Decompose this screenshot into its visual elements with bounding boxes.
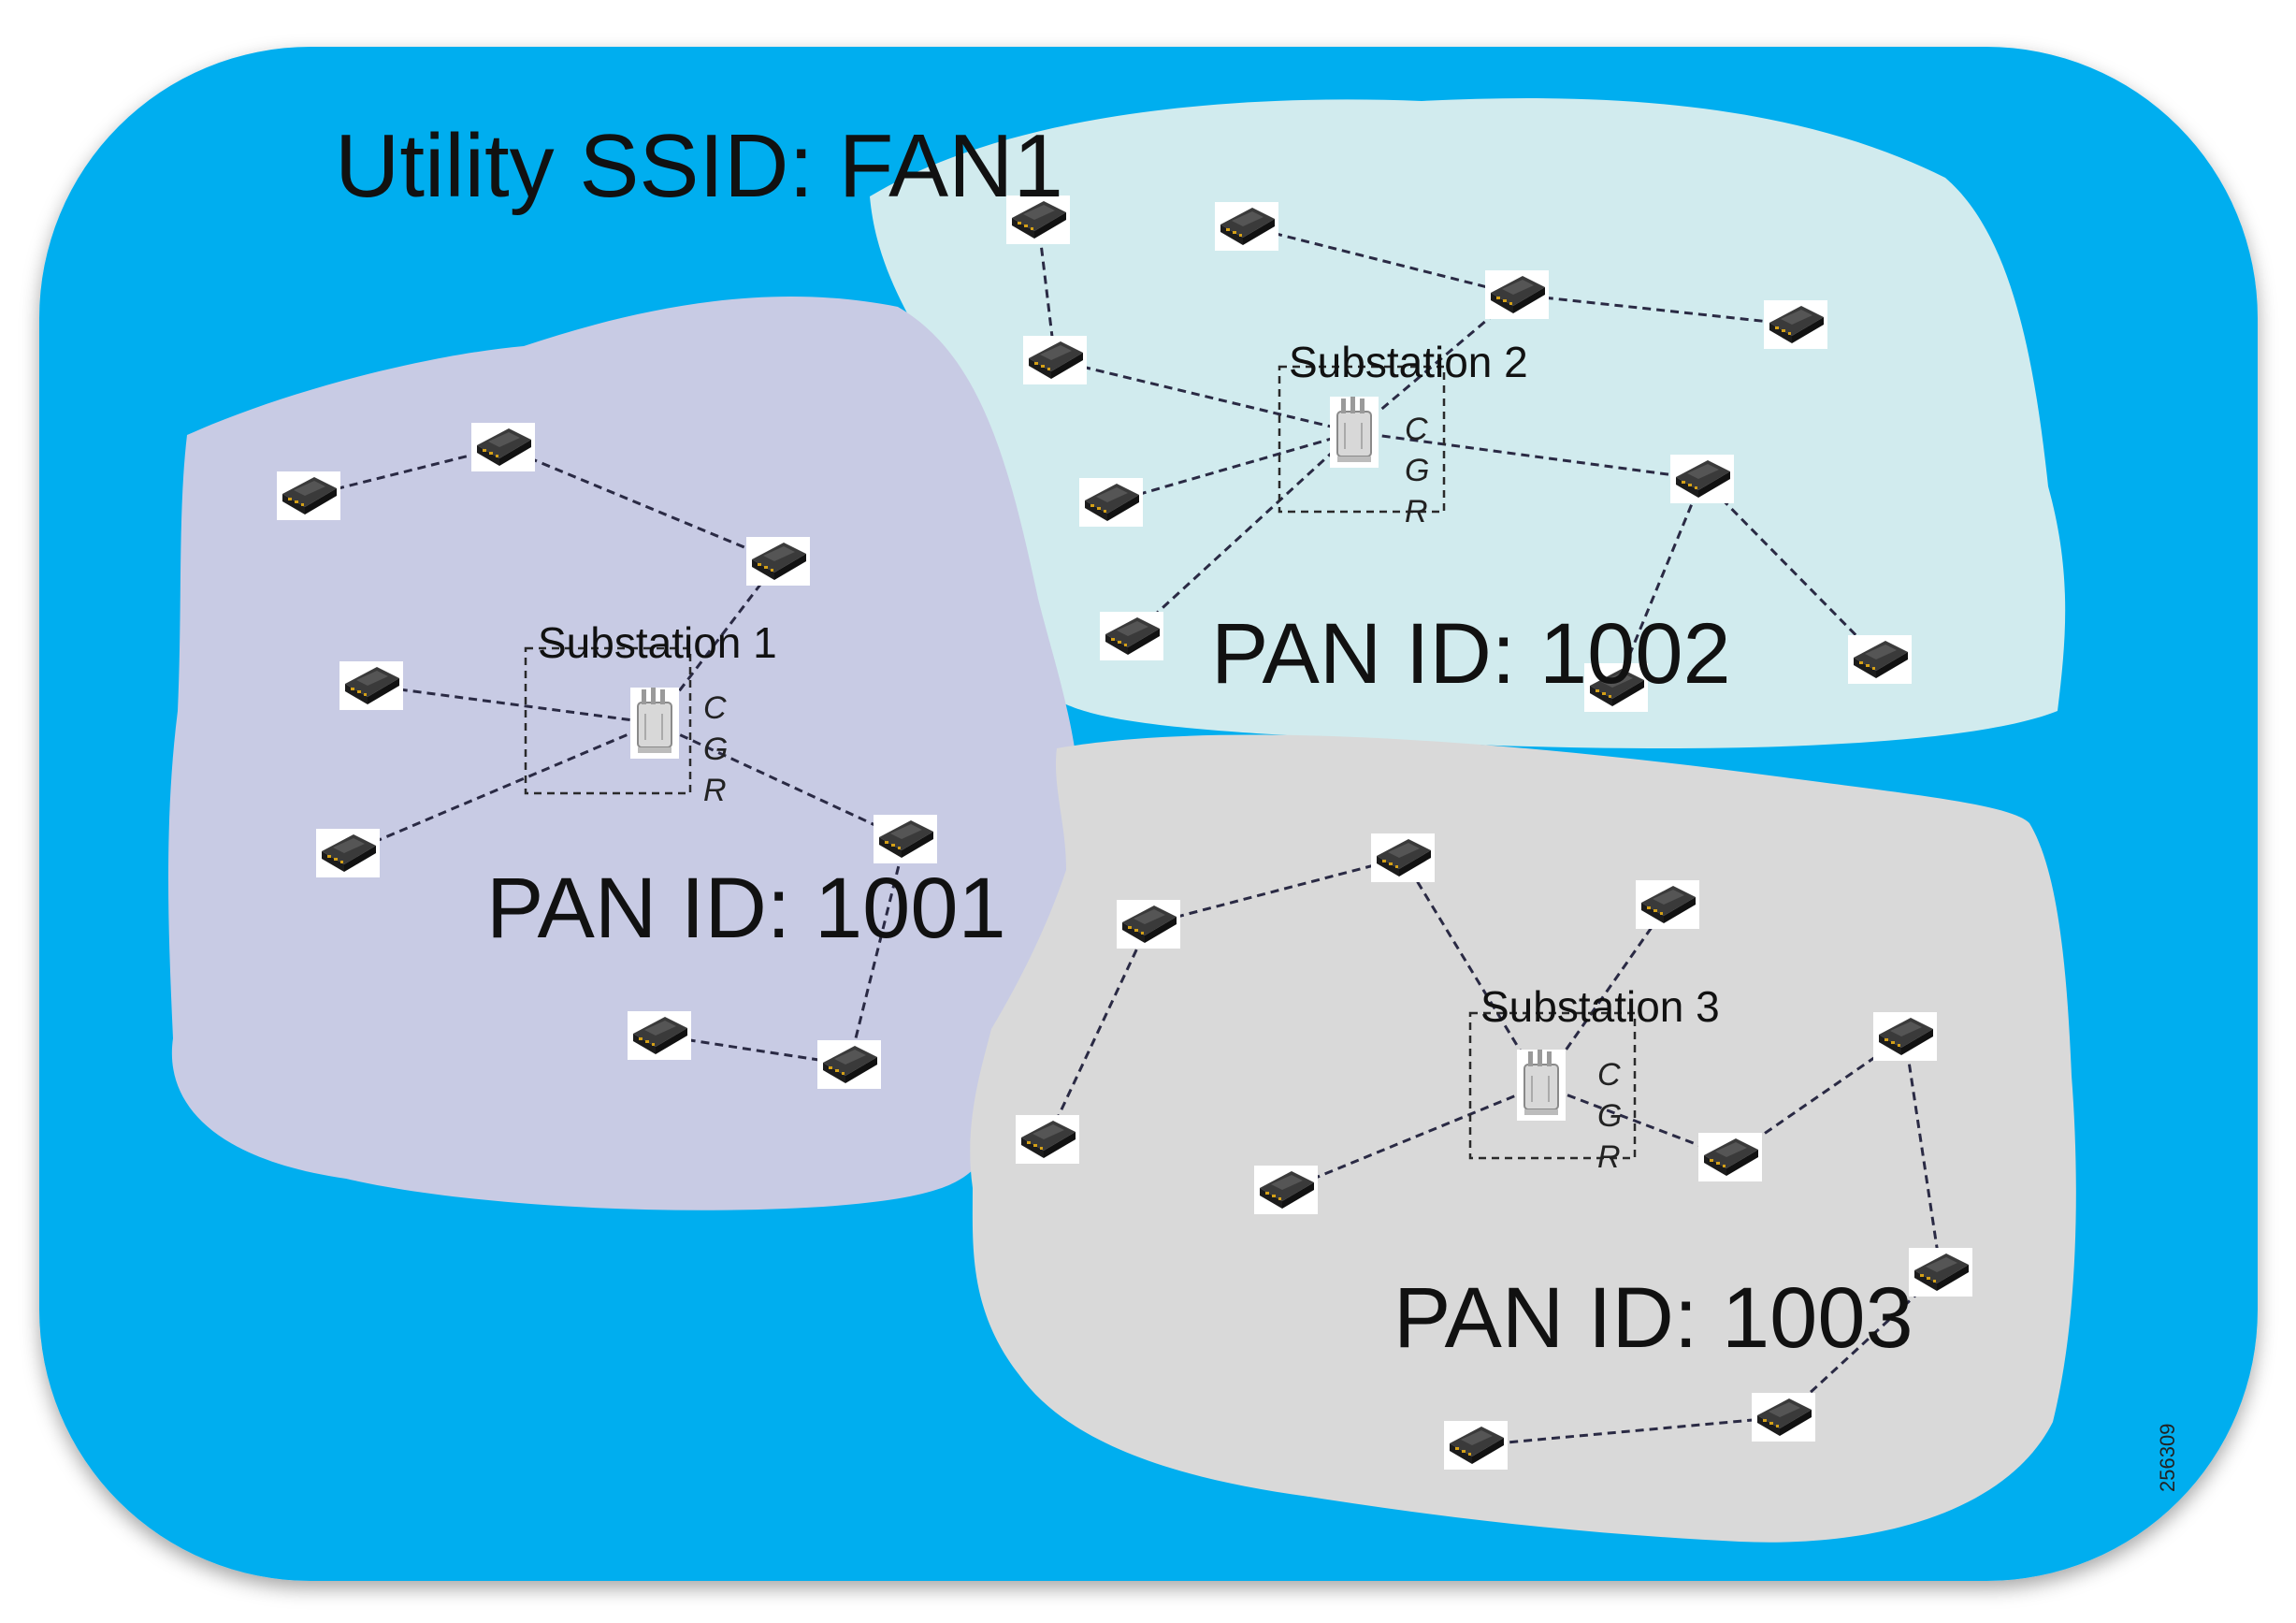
mesh-endpoint-router-icon[interactable] <box>1873 1012 1937 1061</box>
mesh-link <box>1148 856 1404 926</box>
pan-region-1002 <box>870 97 2066 748</box>
substation-box-3 <box>1468 1011 1637 1160</box>
cgr-letter: C <box>703 690 727 726</box>
substation-label-3: Substation 3 <box>1480 982 1720 1031</box>
pan-label-1002: PAN ID: 1002 <box>1211 606 1731 702</box>
pan-label-1003: PAN ID: 1003 <box>1393 1270 1913 1366</box>
cgr-gateway-icon[interactable] <box>1329 396 1379 469</box>
mesh-link <box>847 838 907 1065</box>
mesh-endpoint-router-icon[interactable] <box>1636 880 1699 929</box>
mesh-link <box>1110 430 1355 504</box>
mesh-link <box>1285 1083 1542 1192</box>
mesh-link <box>370 684 656 725</box>
mesh-link <box>1054 358 1355 434</box>
pan-label-1001: PAN ID: 1001 <box>486 861 1006 956</box>
mesh-endpoint-router-icon[interactable] <box>1371 833 1435 882</box>
mesh-link <box>1046 923 1150 1140</box>
mesh-endpoint-router-icon[interactable] <box>1764 300 1827 349</box>
mesh-link <box>1700 477 1882 661</box>
mesh-endpoint-router-icon[interactable] <box>1016 1115 1079 1164</box>
mesh-endpoint-router-icon[interactable] <box>1254 1166 1318 1214</box>
substation-label-1: Substation 1 <box>538 618 777 667</box>
mesh-link <box>1903 1036 1942 1273</box>
cgr-letter: R <box>1405 494 1428 529</box>
cgr-letter: C <box>1405 412 1428 447</box>
cgr-gateway-icon[interactable] <box>1516 1049 1567 1122</box>
cgr-letter: C <box>1597 1057 1621 1093</box>
cgr-letter: G <box>1597 1098 1622 1134</box>
mesh-link <box>1614 478 1704 688</box>
mesh-endpoint-router-icon[interactable] <box>874 815 937 863</box>
mesh-endpoint-router-icon[interactable] <box>1100 612 1163 660</box>
substation-boxes <box>524 365 1637 1160</box>
mesh-endpoint-router-icon[interactable] <box>471 423 535 471</box>
pan-region-1003 <box>970 734 2076 1543</box>
mesh-endpoint-router-icon[interactable] <box>316 829 380 877</box>
mesh-link <box>1401 857 1543 1086</box>
figure-id: 256309 <box>2156 1424 2179 1492</box>
cgr-letter: G <box>703 732 728 767</box>
mesh-endpoint-router-icon[interactable] <box>1023 336 1087 384</box>
mesh-link <box>1130 430 1356 638</box>
mesh-endpoint-router-icon[interactable] <box>1698 1133 1762 1181</box>
mesh-endpoint-router-icon[interactable] <box>1909 1248 1972 1297</box>
mesh-endpoint-router-icon[interactable] <box>1485 270 1549 319</box>
mesh-endpoint-router-icon[interactable] <box>1444 1421 1508 1470</box>
mesh-endpoint-router-icon[interactable] <box>277 471 340 520</box>
mesh-endpoint-router-icon[interactable] <box>746 537 810 586</box>
cgr-letter: R <box>703 773 727 808</box>
ssid-title: Utility SSID: FAN1 <box>335 116 1063 216</box>
mesh-link <box>1246 225 1518 297</box>
cgr-letter: G <box>1405 453 1429 488</box>
mesh-endpoint-router-icon[interactable] <box>628 1011 691 1060</box>
mesh-endpoint-router-icon[interactable] <box>1670 455 1734 503</box>
cgr-gateway-icon[interactable] <box>629 687 680 760</box>
pan-region-1001 <box>168 297 1083 1210</box>
mesh-endpoint-router-icon[interactable] <box>817 1040 881 1089</box>
mesh-link <box>654 721 906 841</box>
mesh-endpoint-router-icon[interactable] <box>1117 900 1180 949</box>
mesh-link <box>1516 293 1797 326</box>
mesh-link <box>308 445 504 498</box>
mesh-link <box>1353 430 1703 481</box>
mesh-endpoint-router-icon[interactable] <box>1752 1393 1815 1442</box>
mesh-endpoint-router-icon[interactable] <box>1848 635 1912 684</box>
substation-box-2 <box>1278 365 1446 514</box>
substation-box-1 <box>524 646 692 795</box>
mesh-link <box>1475 1415 1784 1447</box>
mesh-endpoint-router-icon[interactable] <box>1215 202 1278 251</box>
mesh-link <box>502 445 779 563</box>
substation-label-2: Substation 2 <box>1289 338 1528 386</box>
mesh-endpoint-router-icon[interactable] <box>339 661 403 710</box>
mesh-endpoint-router-icon[interactable] <box>1079 478 1143 527</box>
cgr-letter: R <box>1597 1139 1621 1175</box>
